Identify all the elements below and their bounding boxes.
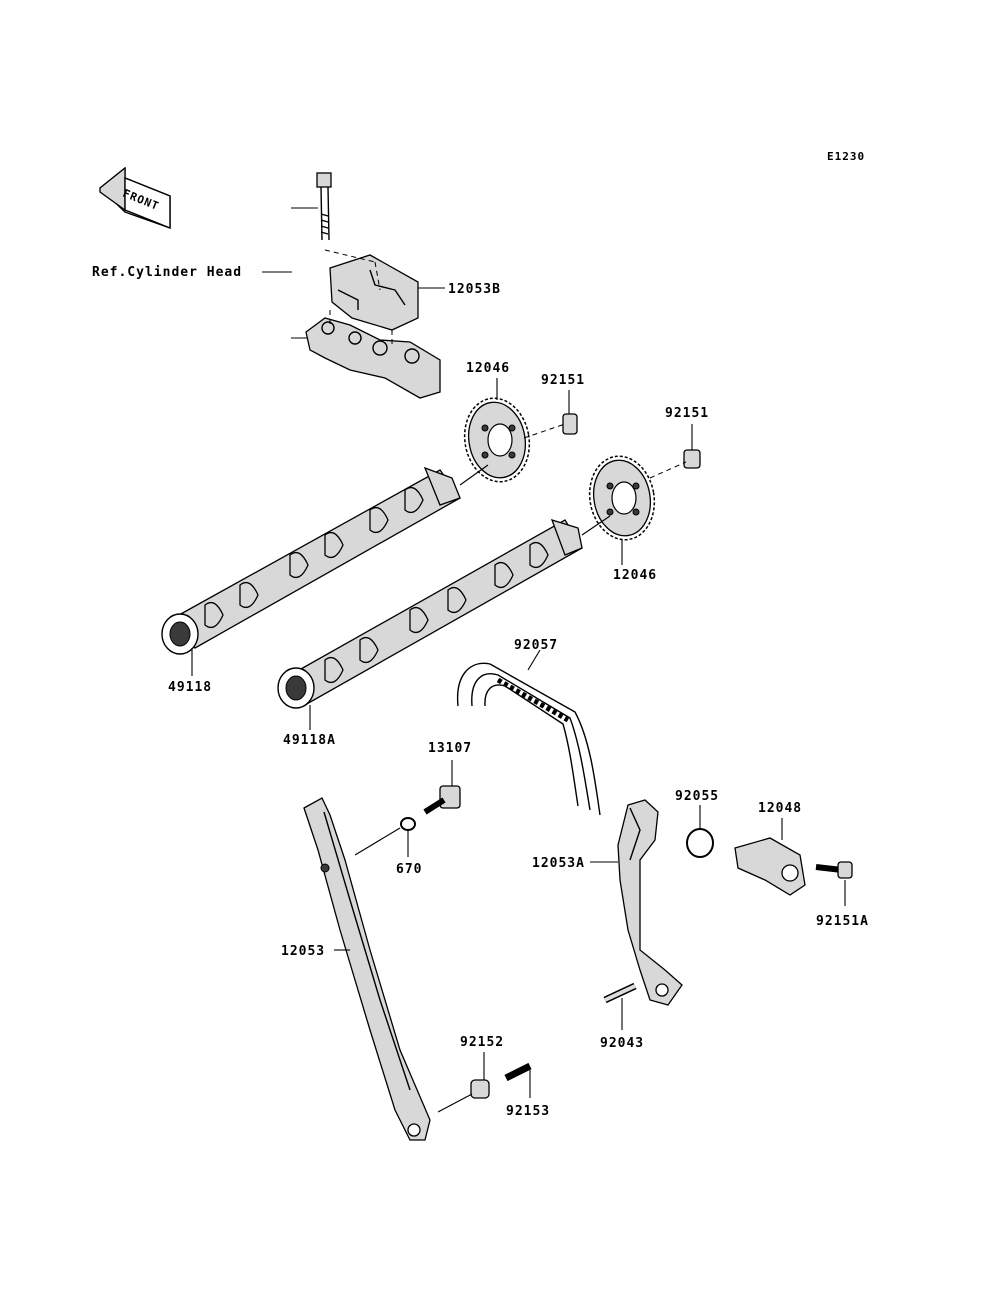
camshaft-sprocket-lower [588, 455, 656, 565]
front-arrow-icon: FRONT [99, 166, 171, 230]
reference-note: Ref.Cylinder Head [92, 265, 242, 280]
label-12053b: 12053B [448, 282, 501, 297]
chain-tensioner [734, 818, 806, 896]
cam-chain [456, 649, 601, 816]
label-92153: 92153 [506, 1104, 550, 1119]
o-ring-small [354, 817, 416, 857]
label-49118a: 49118A [283, 733, 336, 748]
camshaft-sprocket-top [463, 378, 531, 483]
guide-bolt [423, 760, 461, 815]
guide-bolt-lower [504, 1062, 532, 1098]
label-12046-lower: 12046 [613, 568, 657, 583]
chain-guide [303, 797, 431, 1141]
label-49118: 49118 [168, 680, 212, 695]
label-92057: 92057 [514, 638, 558, 653]
collar [437, 1052, 490, 1113]
tensioner-guide [590, 799, 683, 1006]
label-13107: 13107 [428, 741, 472, 756]
label-12046-top: 12046 [466, 361, 510, 376]
label-12053a: 12053A [532, 856, 585, 871]
diagram-code: E1230 [827, 150, 865, 163]
label-92151a: 92151A [816, 914, 869, 929]
label-92043: 92043 [600, 1036, 644, 1051]
cylinder-head-holder [291, 310, 441, 399]
label-12048: 12048 [758, 801, 802, 816]
label-92151-right: 92151 [665, 406, 709, 421]
tensioner-bolt [815, 861, 853, 906]
head-bolt [291, 172, 332, 241]
camshaft-exhaust [277, 515, 611, 730]
label-92152: 92152 [460, 1035, 504, 1050]
dowel-pin [603, 982, 637, 1030]
o-ring-tensioner [686, 805, 714, 858]
camshaft-holder-upper [324, 249, 445, 331]
label-92151-top: 92151 [541, 373, 585, 388]
label-670: 670 [396, 862, 422, 877]
camshaft-intake [161, 464, 489, 676]
label-92055: 92055 [675, 789, 719, 804]
sprocket-bolt-top [523, 390, 578, 439]
sprocket-bolt-right [649, 424, 701, 479]
label-12053: 12053 [281, 944, 325, 959]
